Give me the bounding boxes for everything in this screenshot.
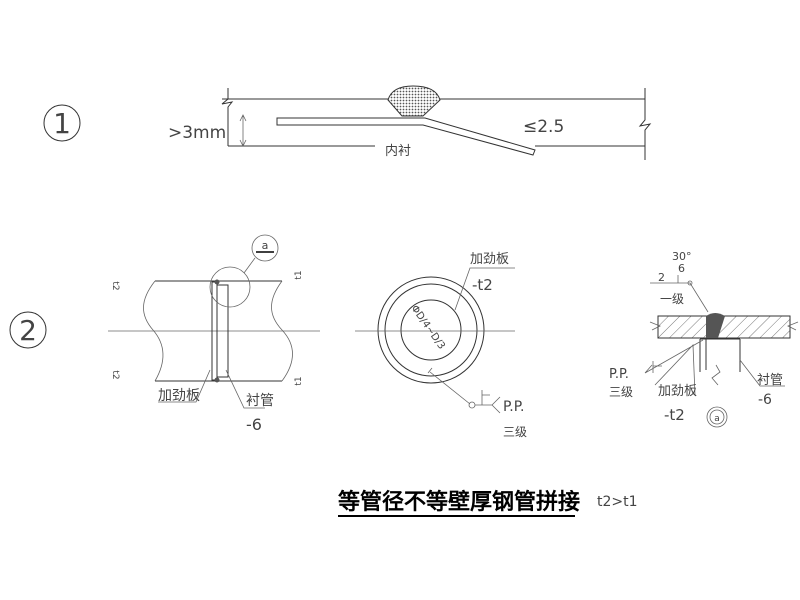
weld-grade-top: 一级 [660, 292, 684, 306]
break-line [638, 88, 652, 160]
detail-marker-circle [9, 311, 47, 349]
detail-marker-2: 2 [19, 314, 37, 347]
thickness-t1-label: t1 [294, 270, 304, 279]
detail-1: 1 >3mm 内衬 ≤2.5 [43, 85, 652, 160]
liner-plate [276, 117, 536, 156]
stiffener-thickness: -t2 [472, 276, 493, 294]
weld-bead [387, 85, 441, 117]
leader-line [427, 367, 471, 405]
leader-line [454, 267, 515, 311]
detail-2-section: 加劲板 -t2 ΦD/4~D/3 P.P. 三级 [355, 252, 527, 439]
detail-callout-circle [209, 266, 251, 308]
detail-2-side-view: 2 a t2 t2 t1 t1 加劲板 衬管 -6 [9, 234, 320, 434]
gap-dimension [239, 114, 247, 147]
detail-a: 30° 6 2 一级 P.P. 三级 加劲板 -t2 衬管 -6 a [609, 250, 799, 428]
thickness-t1-label: t1 [294, 376, 304, 385]
liner-label: 衬管 [246, 393, 274, 409]
detail-marker-1: 1 [53, 107, 71, 140]
weld-fill [706, 313, 725, 338]
liner-thickness: -6 [758, 392, 772, 408]
liner-tube [216, 284, 229, 378]
weld-grade-label: 三级 [609, 385, 633, 399]
drawing-title: 等管径不等壁厚钢管拼接 [338, 489, 580, 515]
liner-label: 衬管 [757, 373, 783, 388]
weld-grade-label: 三级 [503, 425, 527, 439]
liner-label: 内衬 [385, 143, 411, 159]
stiffener-thickness: -t2 [664, 406, 685, 424]
weld-leader [650, 275, 709, 313]
slope-label: ≤2.5 [523, 117, 564, 137]
drawing-note: t2>t1 [597, 494, 638, 510]
pipe-break-right [271, 280, 293, 382]
stiffener-label: 加劲板 [470, 252, 509, 267]
weld-mark [214, 279, 220, 285]
leader-lines [158, 369, 265, 409]
weld-type-label: P.P. [609, 367, 629, 382]
root-gap: 2 [658, 271, 665, 284]
thickness-t2-label: t2 [110, 281, 120, 290]
stiffener-label: 加劲板 [158, 388, 200, 404]
weld-mark [214, 377, 220, 383]
detail-a-ref: a [714, 414, 720, 424]
stiffener-label: 加劲板 [658, 384, 697, 399]
detail-ref-label: a [262, 239, 269, 252]
detail-ref-circle [251, 234, 279, 262]
diameter-label: ΦD/4~D/3 [409, 303, 447, 351]
gap-label: >3mm [168, 123, 226, 143]
groove-depth: 6 [678, 262, 685, 275]
thickness-t2-label: t2 [110, 370, 120, 379]
liner-thickness: -6 [246, 415, 262, 434]
pipe-break-left [143, 280, 164, 382]
detail-marker-circle [43, 104, 81, 142]
groove-angle: 30° [672, 250, 692, 263]
weld-type-label: P.P. [503, 399, 524, 415]
